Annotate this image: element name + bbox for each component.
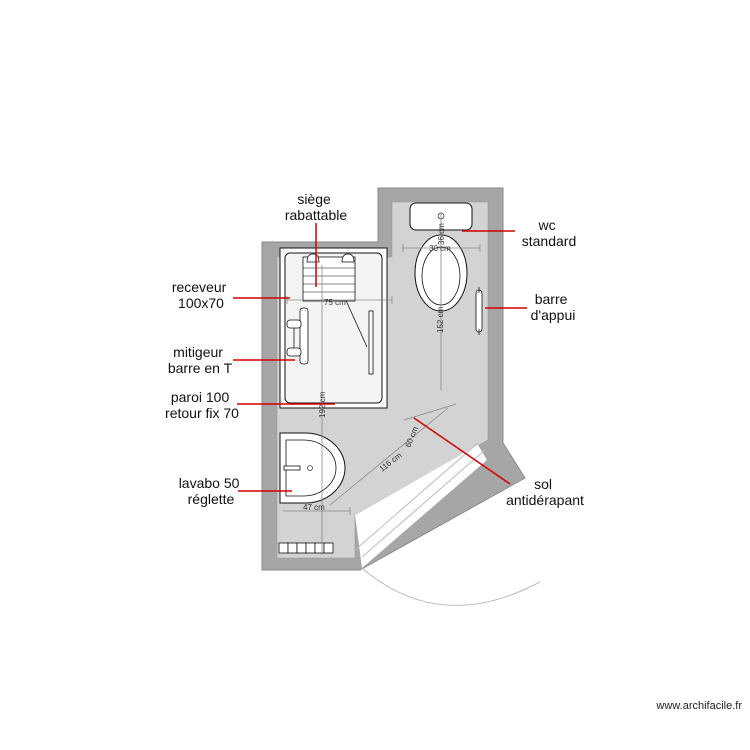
- strip-cell-4: [305, 542, 316, 554]
- dim-line-60: [403, 403, 457, 421]
- label-receveur: receveur 100x70: [172, 279, 230, 311]
- label-lavabo: lavabo 50 réglette: [179, 475, 244, 507]
- label-wc-line-2: standard: [522, 233, 576, 249]
- label-lavabo-line-1: lavabo 50: [179, 475, 240, 491]
- dim-text-75: 75 cm: [324, 298, 346, 307]
- door: [354, 442, 541, 606]
- label-lavabo-line-2: réglette: [188, 491, 235, 507]
- label-mitigeur-line-1: mitigeur: [173, 344, 223, 360]
- basin-tap: [283, 465, 301, 471]
- strip-cell-3: [296, 542, 307, 554]
- label-receveur-line-2: 100x70: [178, 295, 224, 311]
- label-sol-line-1: sol: [534, 476, 552, 492]
- label-paroi-line-1: paroi 100: [171, 389, 230, 405]
- label-mitigeur: mitigeur barre en T: [168, 344, 233, 376]
- strip-cell-6: [323, 542, 334, 554]
- strip-cell-5: [314, 542, 325, 554]
- shower-glass-side: [368, 310, 374, 375]
- folding-seat: [302, 253, 356, 302]
- label-mitigeur-line-2: barre en T: [168, 360, 233, 376]
- door-leaf-line-1: [354, 442, 479, 551]
- seat-handle-left: [306, 253, 320, 263]
- door-opening: [355, 445, 487, 568]
- support-bar: [475, 289, 483, 333]
- dim-line-116: [329, 407, 449, 506]
- mixer-grab-bar: [286, 307, 309, 365]
- light-strip: [278, 542, 334, 554]
- label-wc: wc standard: [522, 217, 576, 249]
- label-barre: barre d'appui: [531, 291, 576, 323]
- label-siege-line-1: siège: [297, 191, 331, 207]
- label-receveur-line-1: receveur: [172, 279, 227, 295]
- mixer-body-1: [286, 319, 302, 329]
- washbasin: [279, 432, 346, 504]
- watermark: www.archifacile.fr: [655, 700, 742, 712]
- grab-bar-vertical: [299, 307, 309, 365]
- seat-handle-right: [341, 253, 355, 263]
- label-sol-line-2: antidérapant: [506, 492, 584, 508]
- label-siege: siège rabattable: [285, 191, 347, 223]
- door-swing: [361, 567, 541, 606]
- label-siege-line-2: rabattable: [285, 207, 347, 223]
- leader-sol: [413, 417, 511, 485]
- dim-text-152: 152 cm: [436, 306, 445, 333]
- label-barre-line-2: d'appui: [531, 307, 576, 323]
- label-barre-line-1: barre: [535, 291, 568, 307]
- strip-cell-2: [287, 542, 298, 554]
- label-sol: sol antidérapant: [506, 476, 584, 508]
- leader-lines: [233, 223, 527, 492]
- dim-text-30: 30 cm: [429, 244, 451, 253]
- dim-text-36: 36 cm: [437, 223, 446, 245]
- label-paroi-line-2: retour fix 70: [165, 405, 239, 421]
- door-leaf-line-2: [361, 449, 486, 558]
- tray-diagonal: [343, 295, 368, 348]
- strip-cell-1: [278, 542, 289, 554]
- mixer-body-2: [286, 347, 302, 357]
- label-paroi: paroi 100 retour fix 70: [165, 389, 239, 421]
- dim-text-47: 47 cm: [303, 503, 325, 512]
- basin-drain: [307, 465, 313, 471]
- seat-frame: [302, 256, 356, 302]
- label-wc-line-1: wc: [537, 217, 555, 233]
- dimension-lines: [283, 212, 481, 555]
